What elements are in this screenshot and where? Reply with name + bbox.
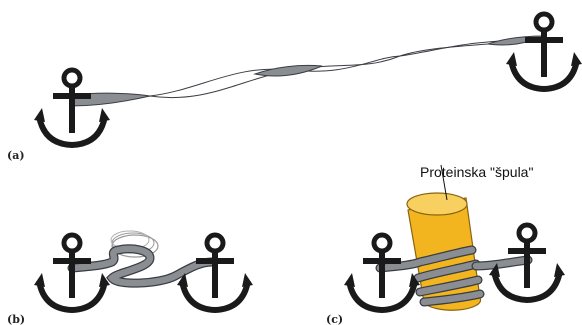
spool-callout-label: Proteinska "špula" (420, 164, 533, 180)
panel-a: (a) (7, 14, 582, 162)
anchor-icon (34, 235, 110, 310)
panel-label-c: (c) (326, 313, 343, 325)
panel-label-b: (b) (7, 313, 25, 325)
anchor-icon (34, 70, 110, 145)
anchor-icon (506, 14, 582, 89)
twisted-ribbon-a (69, 35, 546, 107)
panel-c: Proteinska "špula" (c) (326, 164, 565, 325)
wrapped-ribbon-c (375, 245, 533, 307)
anchor-icon (344, 235, 420, 310)
panel-label-a: (a) (7, 149, 25, 162)
panel-b: (b) (7, 230, 253, 325)
coiled-ribbon-b (67, 230, 217, 288)
